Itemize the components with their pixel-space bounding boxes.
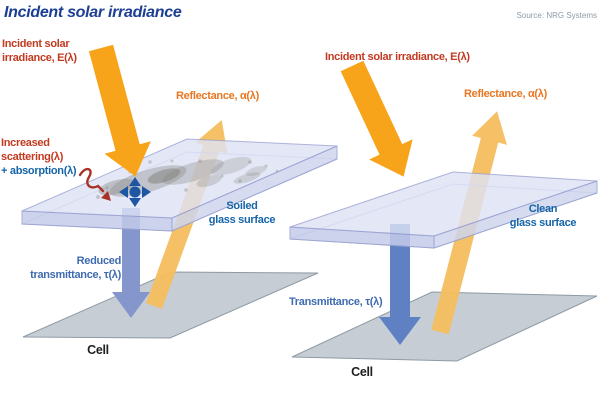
scattering-absorption-label: Increased scattering(λ) + absorption(λ) bbox=[1, 136, 77, 178]
reduced-transmittance-line2: transmittance, τ(λ) bbox=[30, 269, 121, 281]
left-cell-label: Cell bbox=[87, 343, 109, 357]
reduced-transmittance-label: Reduced transmittance, τ(λ) bbox=[30, 254, 121, 282]
left-incident-label-line2: irradiance, E(λ) bbox=[2, 52, 77, 64]
clean-surface-label-line1: Clean bbox=[528, 203, 558, 215]
right-incident-label: Incident solar irradiance, E(λ) bbox=[325, 51, 470, 63]
page-title: Incident solar irradiance bbox=[4, 4, 182, 21]
right-glass-slab bbox=[289, 171, 598, 249]
clean-surface-label: Clean glass surface bbox=[509, 202, 577, 230]
left-transmittance-arrow bbox=[112, 208, 150, 318]
right-transmittance-arrow bbox=[379, 224, 421, 345]
right-transmittance-label: Transmittance, τ(λ) bbox=[289, 296, 383, 308]
soiled-surface-label: Soiled glass surface bbox=[208, 199, 276, 227]
absorption-label: + absorption(λ) bbox=[1, 165, 77, 177]
left-incident-label-line1: Incident solar bbox=[2, 38, 70, 50]
zigzag-arrow-icon bbox=[78, 167, 111, 201]
reduced-transmittance-line1: Reduced bbox=[76, 255, 122, 267]
source-credit: Source: NRG Systems bbox=[516, 11, 597, 20]
left-incident-label: Incident solar irradiance, E(λ) bbox=[2, 37, 77, 65]
soiling-patch bbox=[96, 156, 279, 199]
clean-surface-label-line2: glass surface bbox=[509, 217, 577, 229]
scattering-label-line1: Increased bbox=[1, 137, 50, 149]
right-cell-label: Cell bbox=[351, 365, 373, 379]
left-incident-arrow bbox=[88, 44, 151, 177]
scattering-label-line2: scattering(λ) bbox=[1, 151, 64, 163]
right-reflectance-label: Reflectance, α(λ) bbox=[464, 88, 547, 100]
left-reflectance-label: Reflectance, α(λ) bbox=[176, 90, 259, 102]
soiled-surface-label-line1: Soiled bbox=[226, 200, 258, 212]
right-incident-arrow bbox=[340, 60, 413, 177]
scatter-arrows-icon bbox=[119, 177, 151, 207]
soiled-surface-label-line2: glass surface bbox=[208, 214, 276, 226]
